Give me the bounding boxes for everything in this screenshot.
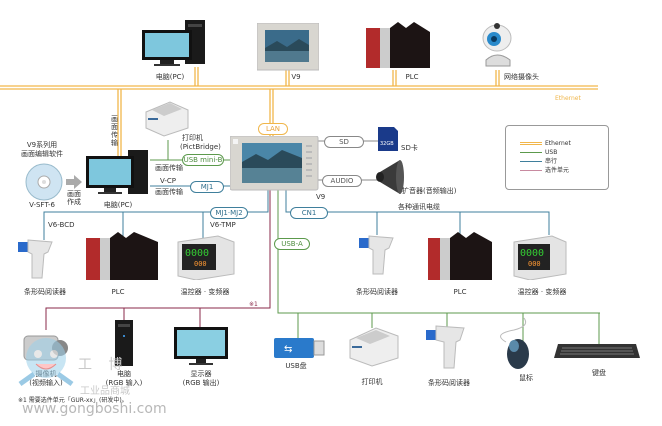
cn1-temp-label: 温控器 · 变频器 [517,288,567,296]
watermark-brand: 工 博 [78,357,129,373]
software-title-1: V9系列用 [26,141,58,149]
option-wires [45,190,271,330]
mj-plc-label: PLC [111,288,125,296]
rgb-pc-label-1: 电脑 [117,370,131,378]
pc-top-icon [142,20,205,66]
v9-main-label: V9 [316,193,326,201]
software-name: V-SFT-6 [29,201,55,209]
printer-usb-icon [349,327,399,367]
legend-item-option: 选件单元 [520,166,569,175]
monitor-label-2: (RGB 输出) [182,379,220,387]
v6tmp-label: V6-TMP [210,221,236,229]
barcode-reader-cn1-icon [359,235,394,275]
svg-text:0000: 0000 [185,248,209,259]
legend-item-usb: USB [520,148,557,157]
transfer-mj1-label: 画面传输 [155,188,183,196]
vertical-transfer-label: 画面传输 [111,115,118,147]
pc-top-label: 电脑(PC) [155,73,185,81]
create-label-1: 画面 [67,190,81,198]
cables-label: 各种通讯电缆 [398,203,440,211]
svg-text:000: 000 [194,260,207,268]
arrow-icon [66,175,82,189]
monitor-label-1: 显示器 [190,370,212,378]
barcode-usb-label: 条形码阅读器 [428,379,470,387]
plc-top-label: PLC [405,73,419,81]
mj1-port: MJ1 [190,181,224,193]
watermark-url: www.gongboshi.com [22,401,167,417]
mj1-mj2-port: MJ1·MJ2 [210,207,248,219]
sd-card-icon [378,127,398,151]
svg-text:0000: 0000 [520,248,544,259]
svg-text:⇆: ⇆ [284,344,292,355]
printer-usb-label: 打印机 [361,378,383,386]
sd-card-capacity: 32GB [380,141,394,147]
pc-left-label: 电脑(PC) [103,201,133,209]
footnote: ※1 需要选件单元「GUR-xx」(研发中)。 [18,397,128,404]
create-label-2: 作成 [67,198,81,206]
legend-item-serial: 串行 [520,157,557,166]
printer-pictbridge-icon [145,101,189,137]
rgb-pc-label-2: (RGB 输入) [105,379,143,387]
svg-text:000: 000 [528,260,541,268]
mj-barcode-label: 条形码阅读器 [24,288,66,296]
v9-main-icon [230,136,319,191]
usb-mini-b-port: USB mini-B [182,154,224,166]
plc-mj-icon [86,232,158,280]
cd-icon [25,163,63,201]
barcode-reader-usb-icon [426,325,465,369]
keyboard-label: 键盘 [592,369,606,377]
cn1-port: CN1 [290,207,328,219]
audio-port: AUDIO [322,175,362,187]
ethernet-label: Ethernet [555,95,581,102]
webcam-icon [482,23,512,67]
printer-label-2: (PictBridge) [180,143,221,151]
usb-drive-icon: ⇆ [274,338,325,358]
software-title-2: 画面编辑软件 [21,150,63,158]
printer-label-1: 打印机 [182,134,203,142]
lan-port: LAN [258,123,288,135]
camera-label-2: (视频输入) [29,379,63,387]
plc-top-icon [366,22,430,68]
usb-drive-label: USB盘 [285,362,307,370]
legend: Ethernet USB 串行 选件单元 [505,125,609,190]
v9-top-label: V9 [291,73,301,81]
temp-controller-cn1-icon: 0000 000 [513,235,567,280]
plc-cn1-icon [428,232,492,280]
sd-card-label: SD卡 [401,144,418,152]
cn1-barcode-label: 条形码阅读器 [356,288,398,296]
cn1-plc-label: PLC [453,288,467,296]
v9-top-icon [257,23,319,71]
v6bcd-label: V6-BCD [48,221,75,229]
speaker-label: 扩音器(音频输出) [402,187,457,195]
transfer-usb-label: 画面传输 [155,164,183,172]
monitor-icon [174,327,228,365]
legend-item-ethernet: Ethernet [520,139,571,148]
mj-temp-label: 温控器 · 变频器 [180,288,230,296]
keyboard-icon [554,344,640,358]
mouse-label: 鼠标 [519,374,533,382]
pc-tower-icon [115,320,133,366]
watermark-mascot-icon [18,338,74,387]
vcp-label: V-CP [160,177,177,185]
usb-a-port: USB-A [274,238,310,250]
temp-controller-mj-icon: 0000 000 [177,235,235,280]
speaker-icon [376,160,404,194]
mouse-icon [500,317,529,369]
sd-port: SD [324,136,364,148]
watermark-sub: 工业品商城 [80,386,130,397]
webcam-label: 网络摄像头 [504,73,539,81]
barcode-reader-icon [18,239,53,279]
pc-left-icon [86,150,148,194]
note-mark: ※1 [249,301,258,308]
